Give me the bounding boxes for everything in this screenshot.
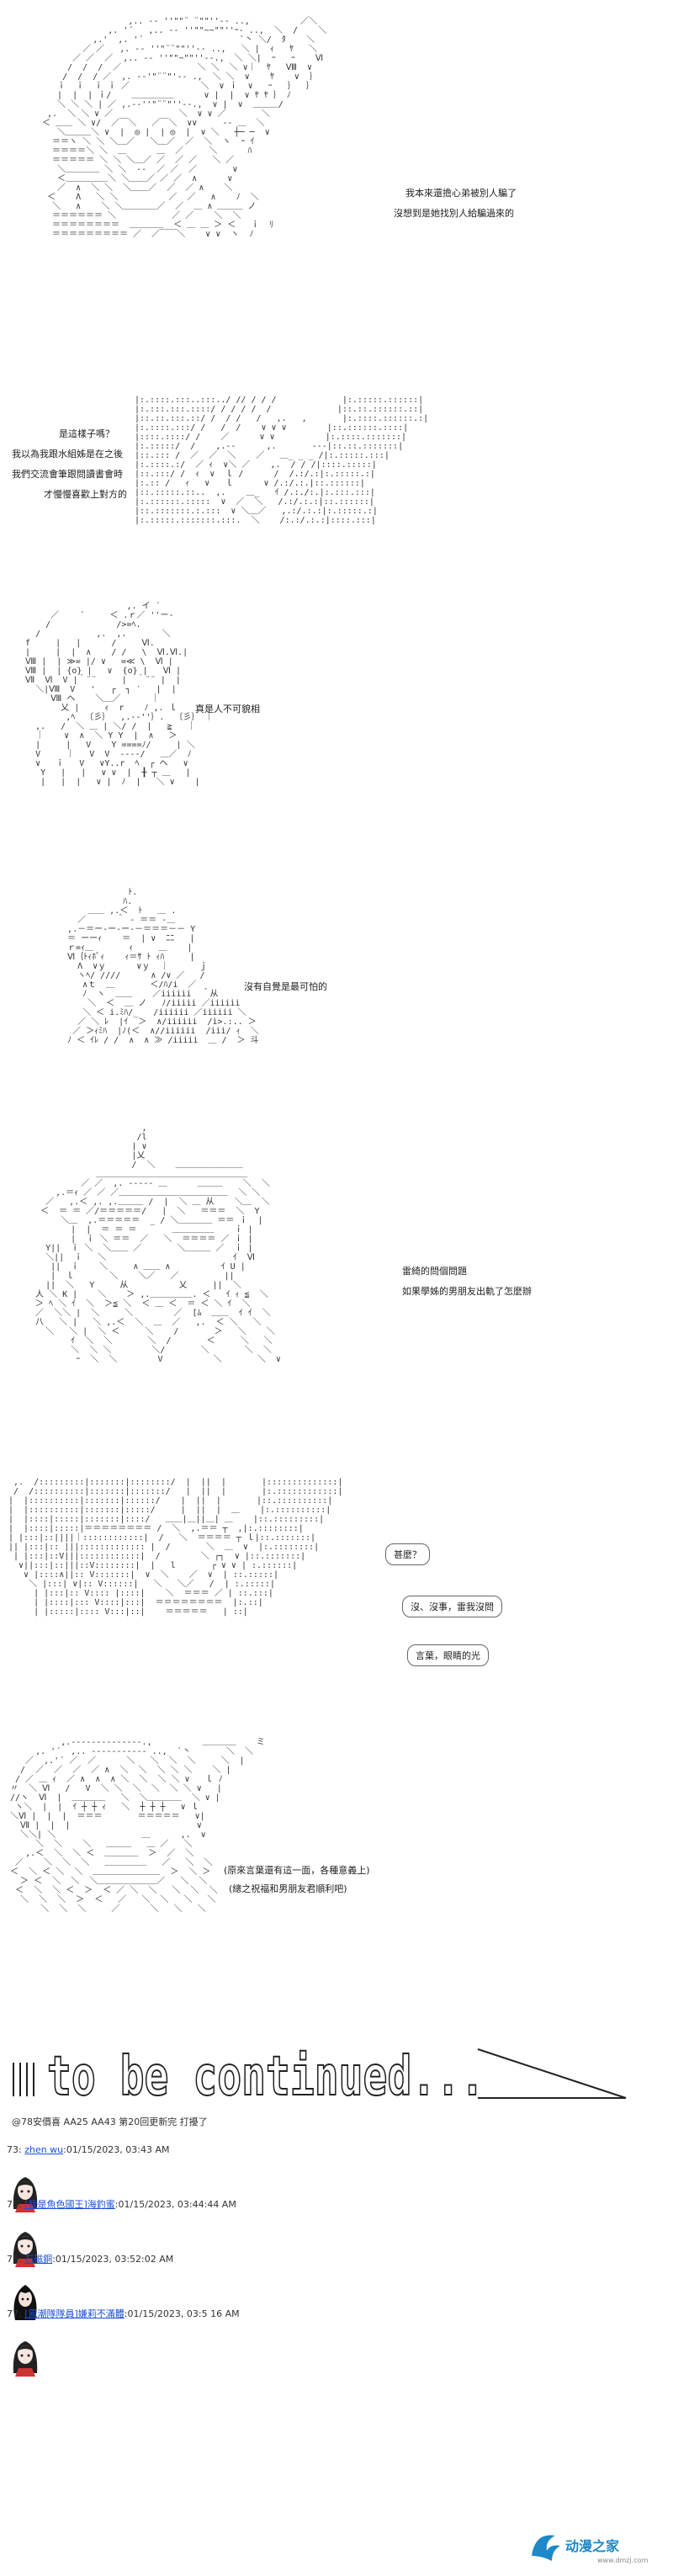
dialogue-line: 我本來還擔心弟被別人騙了 <box>405 188 517 199</box>
banner-text: to be continued... <box>47 2046 485 2103</box>
comment-separator: : <box>52 2254 56 2265</box>
to-be-continued-banner: to be continued... <box>13 2045 627 2103</box>
comment-header: 76: 石磁銅:01/15/2023, 03:52:02 AM <box>7 2253 663 2266</box>
site-watermark-logo: 动漫之家 www.dmzj.com <box>532 2535 649 2564</box>
comment-number: 75: <box>7 2199 22 2210</box>
comment-number: 77: <box>7 2308 22 2319</box>
avatar-icon <box>13 2177 38 2212</box>
ascii-art-figure-5: , /l | ∨ |乂 / ＼ ＿＿＿＿＿＿＿＿ ＿＿＿＿＿＿＿＿＿＿＿＿＿＿＿… <box>35 1123 281 1364</box>
watermark-name: 动漫之家 <box>565 2538 620 2554</box>
aa-scene-6: ,. /:::::::::|:::::::|::::::::/ | || | |… <box>0 1447 673 1738</box>
comment-separator: : <box>114 2199 119 2210</box>
speech-bubble: 甚麼？ <box>385 1543 430 1565</box>
dialogue-line: 雷綺的問個問題 <box>402 1266 467 1277</box>
aa-scene-3: ,. イ ´ ／ ´ ＜ .ｒ／ ''ー‐ / />=ﾍ. / ,. ,. ＼ … <box>0 602 673 879</box>
aa-scene-1: ,.. -‐ ''""¨ ¨""''‐- .., ／＼ ,. '´ ,.. -‐… <box>0 0 673 396</box>
comment-separator: : <box>63 2144 66 2155</box>
ascii-art-figure-7: ,.--‐‐‐‐‐‐‐‐‐‐‐-., ＿＿＿＿ ミ ,. '´ ,.. -‐‐‐… <box>10 1738 265 1914</box>
dialogue-line: 真是人不可貌相 <box>195 704 260 714</box>
comment-entry: 76: 石磁銅:01/15/2023, 03:52:02 AM <box>7 2253 663 2325</box>
aa-scene-7: ,.--‐‐‐‐‐‐‐‐‐‐‐-., ＿＿＿＿ ミ ,. '´ ,.. -‐‐‐… <box>0 1738 673 2016</box>
comment-entry: 73: zhen wu:01/15/2023, 03:43 AM <box>7 2143 663 2216</box>
comment-author-link[interactable]: [鳳潮隊隊員]嫌莉不滿體 <box>24 2308 125 2319</box>
comment-header: 73: zhen wu:01/15/2023, 03:43 AM <box>7 2143 663 2157</box>
comment-separator: : <box>124 2308 128 2319</box>
dialogue-line: 我以為我跟水組姊是在之後 <box>12 449 123 459</box>
watermark-url: www.dmzj.com <box>597 2557 649 2564</box>
dialogue-line: 沒想到是她找別人給騙過來的 <box>394 208 514 219</box>
comment-author-link[interactable]: zhen wu <box>24 2144 64 2155</box>
aa-scene-4: ﾄ. ﾊ. ＿＿ ,.＜ ﾄ ＿ . ／ ＾ ‐ ＝＝ ‐＿ ,.－＝ー‐ー‐ー… <box>0 879 673 1123</box>
dialogue-line: 沒有自覺是最可怕的 <box>244 981 327 992</box>
ascii-art-figure-3: ,. イ ´ ／ ´ ＜ .ｒ／ ''ー‐ / />=ﾍ. / ,. ,. ＼ … <box>25 602 214 787</box>
comment-timestamp: 01/15/2023, 03:44:44 AM <box>118 2199 236 2210</box>
ascii-art-figure-2: |:.::::.:::..:::../ // / / / |:.:::::.::… <box>135 396 429 525</box>
avatar-icon <box>13 2341 38 2377</box>
comment-author-link[interactable]: [我是魚色國王]海釣蜜 <box>24 2199 115 2210</box>
dialogue-line: 如果學姊的男朋友出軌了怎麼辦 <box>402 1286 532 1297</box>
ascii-art-figure-6: ,. /:::::::::|:::::::|::::::::/ | || | |… <box>8 1478 343 1617</box>
comment-entry: 77: [鳳潮隊隊員]嫌莉不滿體:01/15/2023, 03:5 16 AM <box>7 2308 663 2380</box>
ascii-art-figure-1: ,.. -‐ ''""¨ ¨""''‐- .., ／＼ ,. '´ ,.. -‐… <box>42 17 327 239</box>
aa-scene-2: |:.::::.:::..:::../ // / / / |:.:::::.::… <box>0 396 673 606</box>
dialogue-line: 才慢慢喜歡上對方的 <box>44 489 127 500</box>
aa-scene-5: , /l | ∨ |乂 / ＼ ＿＿＿＿＿＿＿＿ ＿＿＿＿＿＿＿＿＿＿＿＿＿＿＿… <box>0 1123 673 1447</box>
avatar-icon <box>13 2232 38 2267</box>
avatar-icon <box>13 2285 37 2320</box>
comment-timestamp: 01/15/2023, 03:43 AM <box>66 2144 170 2155</box>
dialogue-line: 是這樣子嗎？ <box>59 428 114 439</box>
comment-number: 73: <box>7 2144 22 2155</box>
comment-header: 77: [鳳潮隊隊員]嫌莉不滿體:01/15/2023, 03:5 16 AM <box>7 2308 663 2321</box>
speech-bubble: 言葉，眼睛的光 <box>407 1644 489 1666</box>
comment-timestamp: 01/15/2023, 03:5 16 AM <box>127 2308 240 2319</box>
speech-bubble: 沒、沒事，雷我沒問 <box>402 1596 502 1617</box>
dragon-logo-icon <box>532 2535 560 2561</box>
comment-timestamp: 01/15/2023, 03:52:02 AM <box>55 2254 174 2265</box>
dialogue-line: (原來言葉還有這一面，各種意義上) <box>224 1865 370 1876</box>
author-note: @78安價喜 AA25 AA43 第20回更新完 打擾了 <box>12 2117 208 2127</box>
dialogue-line: 我們交流會筆跟問讀書會時 <box>12 469 123 480</box>
comment-entry: 75: [我是魚色國王]海釣蜜:01/15/2023, 03:44:44 AM <box>7 2198 663 2271</box>
ascii-art-figure-4: ﾄ. ﾊ. ＿＿ ,.＜ ﾄ ＿ . ／ ＾ ‐ ＝＝ ‐＿ ,.－＝ー‐ー‐ー… <box>67 888 259 1045</box>
comment-number: 76: <box>7 2254 22 2265</box>
dialogue-line: (總之祝福和男朋友君順利吧) <box>229 1883 347 1894</box>
comment-header: 75: [我是魚色國王]海釣蜜:01/15/2023, 03:44:44 AM <box>7 2198 663 2212</box>
comment-author-link[interactable]: 石磁銅 <box>24 2254 53 2265</box>
